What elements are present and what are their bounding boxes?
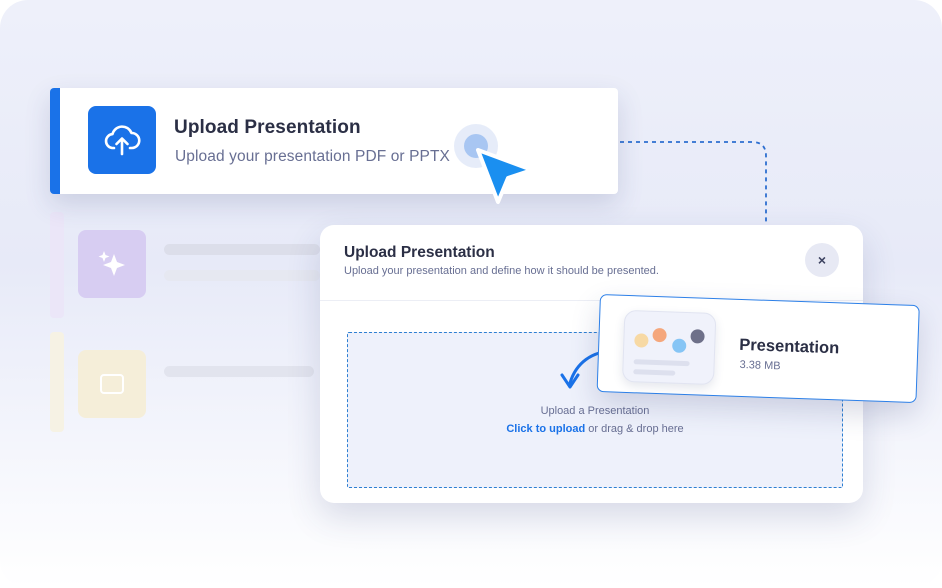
ghost-item-tile	[78, 230, 146, 298]
dialog-subtitle: Upload your presentation and define how …	[344, 265, 659, 277]
close-button[interactable]: ×	[805, 243, 839, 277]
upload-presentation-option[interactable]: Upload Presentation Upload your presenta…	[50, 88, 618, 194]
option-icon-tile	[88, 106, 156, 174]
thumb-dot	[690, 329, 705, 344]
ghost-item-tile	[78, 350, 146, 418]
thumb-dot	[634, 333, 649, 348]
sparkles-icon	[98, 251, 125, 276]
thumb-dot	[652, 327, 667, 343]
dragged-file-card[interactable]: Presentation 3.38 MB	[596, 294, 920, 404]
dialog-title: Upload Presentation	[344, 244, 495, 261]
click-to-upload-link[interactable]: Click to upload	[506, 423, 586, 435]
ghost-line	[164, 366, 314, 377]
close-icon: ×	[817, 252, 827, 268]
image-icon	[100, 374, 124, 394]
dropzone-hint-text: or drag & drop here	[585, 423, 684, 435]
option-subtitle: Upload your presentation PDF or PPTX	[175, 148, 450, 165]
thumb-line	[633, 369, 676, 376]
file-name: Presentation	[738, 335, 840, 358]
file-thumbnail	[621, 309, 717, 386]
dropzone-hint: Click to upload or drag & drop here	[348, 423, 842, 435]
mouse-cursor-icon	[454, 124, 534, 204]
dropzone-title: Upload a Presentation	[540, 405, 650, 417]
ghost-line	[164, 270, 320, 281]
file-size: 3.38 MB	[739, 358, 781, 373]
ghost-item-accent	[50, 332, 64, 432]
dialog-divider	[320, 300, 863, 301]
thumb-dot	[672, 338, 687, 354]
thumb-line	[633, 359, 690, 367]
ghost-item-accent	[50, 212, 64, 318]
cloud-upload-icon	[104, 125, 141, 156]
option-title: Upload Presentation	[174, 117, 361, 138]
ghost-line	[164, 244, 320, 255]
